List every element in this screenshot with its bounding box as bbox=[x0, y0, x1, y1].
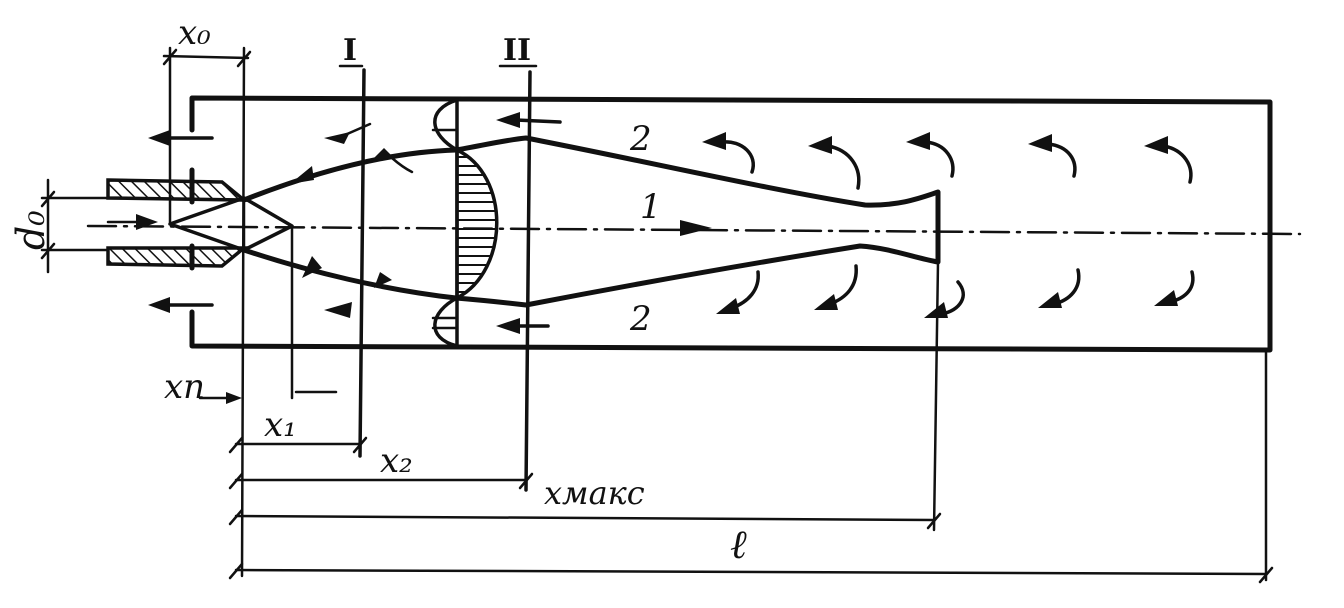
xn-dimension: xп bbox=[164, 367, 242, 407]
section-II-label: II bbox=[503, 33, 531, 68]
x1-label: x₁ bbox=[264, 405, 297, 445]
zone-1-label: 1 bbox=[640, 187, 662, 227]
flow-arrows bbox=[106, 112, 1195, 334]
l-label: ℓ bbox=[730, 522, 747, 568]
reverse-arrow-top bbox=[496, 112, 562, 128]
recirc-arrows-bottom bbox=[716, 264, 1195, 318]
zone-2-top-label: 2 bbox=[629, 119, 652, 159]
section-I-label: I bbox=[343, 33, 357, 68]
x2-label: x₂ bbox=[380, 441, 413, 481]
xmax-dimension: xмакс bbox=[234, 260, 940, 532]
section-II: II bbox=[498, 33, 538, 492]
axis-arrow bbox=[680, 220, 712, 236]
section-I: I bbox=[338, 33, 366, 458]
potential-core bbox=[168, 196, 294, 252]
l-dimension: ℓ bbox=[234, 348, 1268, 582]
exit-arrow-bottom bbox=[148, 297, 214, 313]
d0-dimension: d₀ bbox=[9, 178, 110, 274]
entrain-arrow bbox=[290, 166, 314, 184]
jet-boundary bbox=[241, 135, 941, 308]
x2-dimension: x₂ bbox=[234, 441, 528, 482]
xn-label: xп bbox=[164, 367, 205, 407]
x1-dimension: x₁ bbox=[234, 224, 362, 446]
reverse-arrow-bottom bbox=[496, 318, 550, 334]
zone-2-bottom-label: 2 bbox=[629, 299, 652, 339]
core-arrow bbox=[106, 214, 158, 230]
recirc-arrows-top bbox=[702, 132, 1193, 190]
x0-dimension: x₀ bbox=[162, 13, 250, 578]
entrain-arrow bbox=[372, 148, 394, 160]
entrain-arrow bbox=[324, 302, 352, 318]
entrain-arrow bbox=[374, 272, 392, 288]
dimension-ticks bbox=[40, 48, 1274, 584]
x0-label: x₀ bbox=[178, 13, 211, 53]
entrain-arrow bbox=[302, 256, 322, 278]
velocity-profile bbox=[431, 98, 499, 348]
xmax-label: xмакс bbox=[544, 474, 645, 512]
exit-arrow-top bbox=[148, 130, 214, 146]
d0-label: d₀ bbox=[9, 210, 53, 250]
